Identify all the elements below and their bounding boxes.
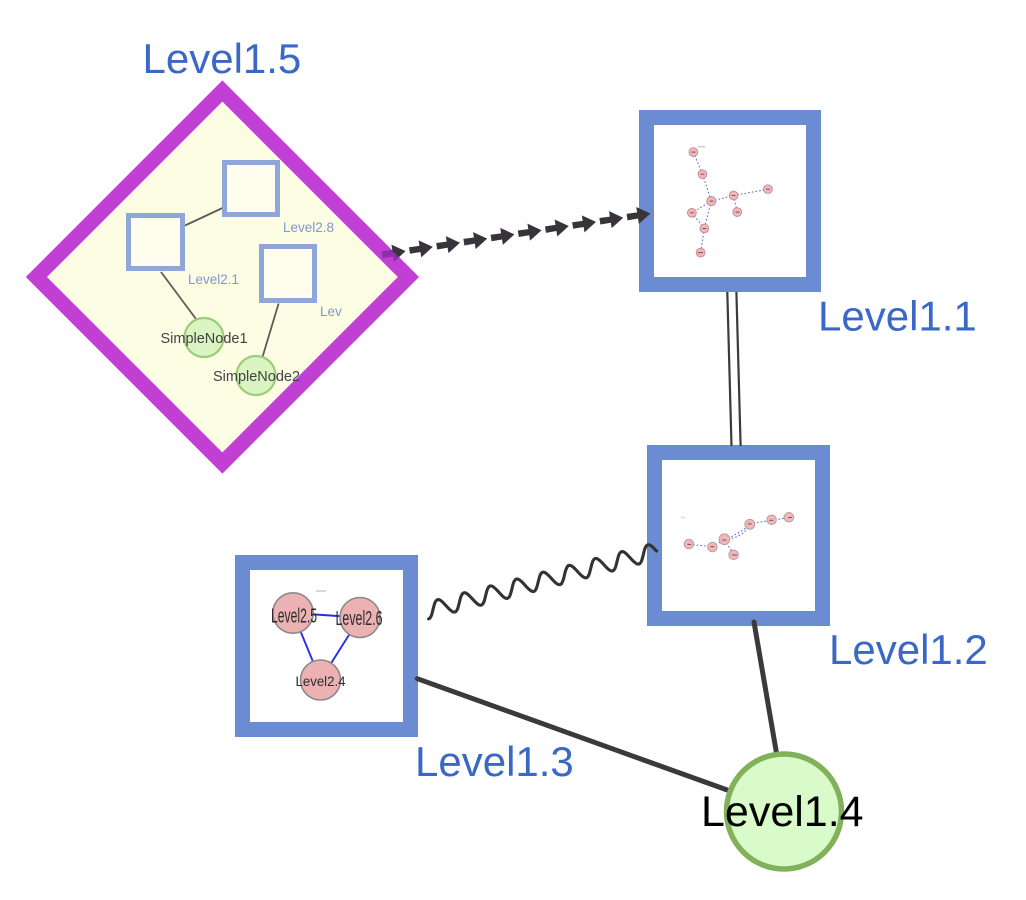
svg-text:Level2.1: Level2.1 bbox=[188, 272, 239, 287]
svg-text:Level2.5: Level2.5 bbox=[271, 606, 317, 628]
svg-text:SimpleNode2: SimpleNode2 bbox=[213, 369, 300, 385]
svg-text:Level2.4: Level2.4 bbox=[296, 673, 346, 689]
svg-text:Level2.6: Level2.6 bbox=[336, 608, 383, 630]
svg-text:Level1.5: Level1.5 bbox=[143, 35, 302, 82]
svg-text:Lev: Lev bbox=[320, 304, 342, 319]
svg-text:Level2.8: Level2.8 bbox=[283, 220, 334, 235]
svg-text:Level1.2: Level1.2 bbox=[829, 626, 988, 673]
svg-text:Level1.4: Level1.4 bbox=[701, 788, 864, 836]
svg-text:SimpleNode1: SimpleNode1 bbox=[160, 331, 247, 347]
svg-text:Level1.1: Level1.1 bbox=[818, 293, 977, 340]
svg-text:Level1.3: Level1.3 bbox=[415, 738, 574, 785]
